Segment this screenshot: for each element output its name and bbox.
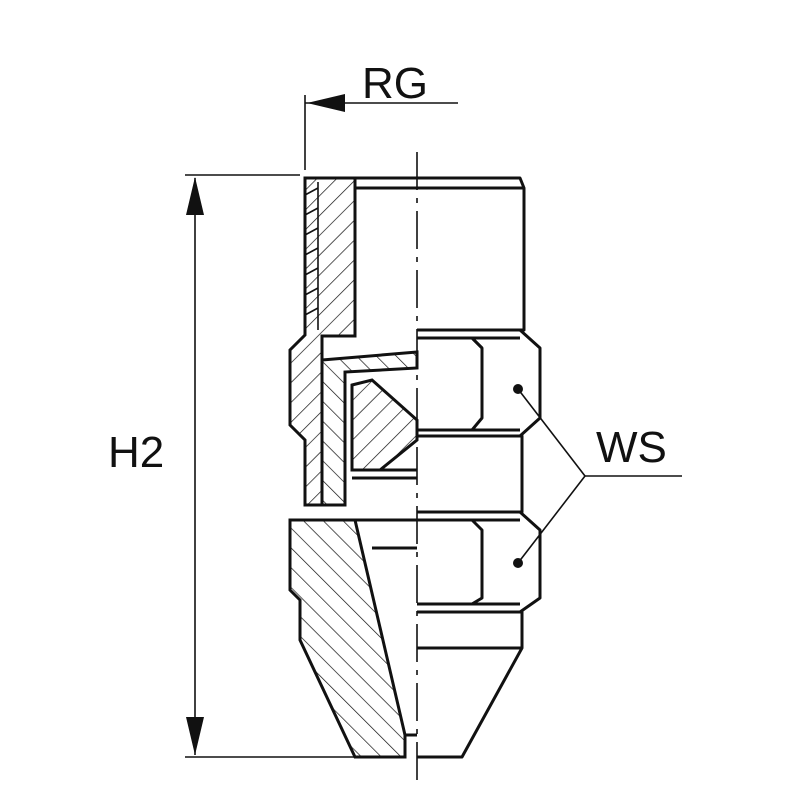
upper-thread-body — [417, 176, 526, 332]
dimension-ws: WS — [517, 388, 682, 564]
lower-hex — [417, 510, 542, 614]
section-view-left — [288, 176, 419, 759]
label-h2: H2 — [108, 428, 164, 477]
dimension-rg: RG — [304, 59, 458, 170]
thread-sleeve-section — [288, 176, 357, 507]
middle-cylinder — [417, 434, 524, 514]
label-rg: RG — [362, 59, 428, 108]
label-ws: WS — [596, 423, 667, 472]
swirl-insert-section — [350, 378, 419, 472]
nozzle-tip-outer — [417, 610, 524, 759]
nozzle-body-section — [288, 518, 407, 759]
thread-teeth — [304, 187, 319, 316]
outside-view-right — [417, 176, 542, 759]
inner-cartridge-section — [320, 350, 419, 507]
dimension-h2: H2 — [108, 174, 355, 758]
upper-hex — [417, 328, 542, 438]
